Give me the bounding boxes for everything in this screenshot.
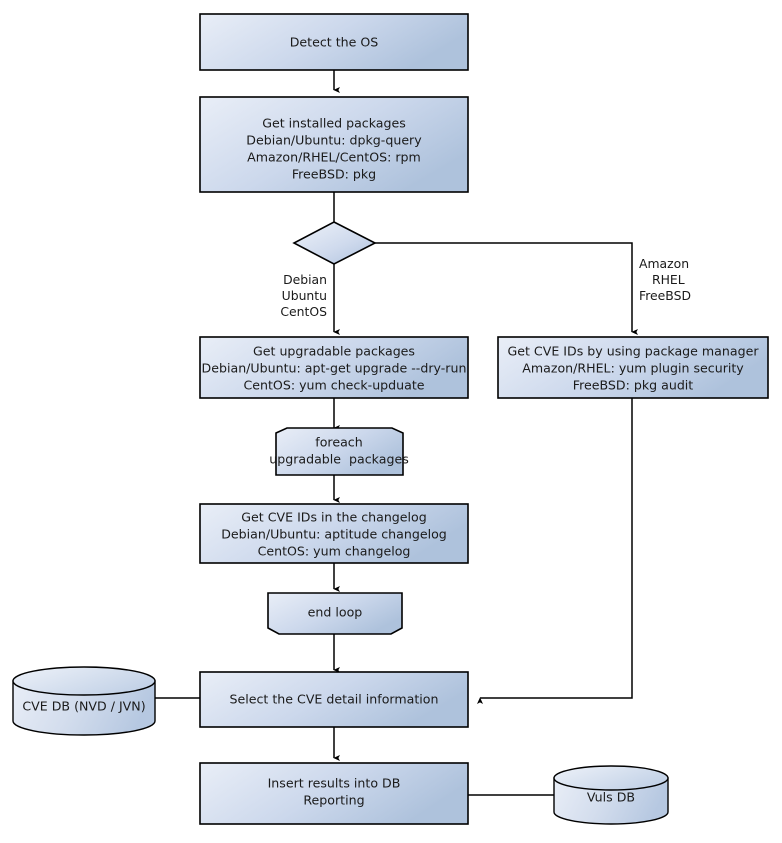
edge-label-right-branch: Amazon RHEL FreeBSD xyxy=(639,256,691,303)
end-loop-label: end loop xyxy=(308,605,363,620)
insert-results-line-2: Reporting xyxy=(303,793,364,808)
upgradable-line-3: CentOS: yum check-upduate xyxy=(243,378,424,393)
node-get-installed-packages[interactable]: Get installed packages Debian/Ubuntu: dp… xyxy=(199,96,469,193)
edge-decision-to-pkgmgr xyxy=(375,242,638,335)
edge-label-left-branch: Debian Ubuntu CentOS xyxy=(280,272,327,319)
end-loop-shape[interactable] xyxy=(267,592,403,635)
edge-pkgmgr-to-select xyxy=(477,398,633,704)
installed-line-1: Get installed packages xyxy=(262,116,406,131)
node-get-upgradable-packages[interactable]: Get upgradable packages Debian/Ubuntu: a… xyxy=(199,336,469,399)
node-insert-results[interactable]: Insert results into DB Reporting xyxy=(199,762,469,825)
changelog-line-3: CentOS: yum changelog xyxy=(258,544,411,559)
vuls-db-cylinder-top xyxy=(553,765,669,791)
node-get-cve-ids-package-manager[interactable]: Get CVE IDs by using package manager Ama… xyxy=(497,336,769,399)
node-select-cve-detail[interactable]: Select the CVE detail information xyxy=(199,671,469,728)
get-upgradable-packages-box[interactable] xyxy=(199,336,469,399)
vuls-db-cylinder-body[interactable] xyxy=(553,777,669,825)
connector-group xyxy=(155,70,638,796)
select-cve-detail-label: Select the CVE detail information xyxy=(230,692,439,707)
left-branch-line-1: Debian xyxy=(283,272,327,287)
cve-db-cylinder-body[interactable] xyxy=(12,680,156,736)
foreach-loop-shape[interactable] xyxy=(275,427,404,476)
left-branch-line-2: Ubuntu xyxy=(282,288,327,303)
pkgmgr-line-2: Amazon/RHEL: yum plugin security xyxy=(522,361,744,376)
foreach-line-1: foreach xyxy=(315,435,362,450)
insert-results-line-1: Insert results into DB xyxy=(268,776,401,791)
pkgmgr-line-3: FreeBSD: pkg audit xyxy=(573,378,694,393)
right-branch-line-1: Amazon xyxy=(639,256,689,271)
detect-os-label: Detect the OS xyxy=(290,35,379,50)
changelog-line-1: Get CVE IDs in the changelog xyxy=(241,510,427,525)
get-installed-packages-box[interactable] xyxy=(199,96,469,193)
right-branch-line-2: RHEL xyxy=(652,272,685,287)
get-cve-ids-pkgmgr-box[interactable] xyxy=(497,336,769,399)
installed-line-2: Debian/Ubuntu: dpkg-query xyxy=(246,133,422,148)
node-end-loop[interactable]: end loop xyxy=(267,592,403,635)
select-cve-detail-box[interactable] xyxy=(199,671,469,728)
changelog-line-2: Debian/Ubuntu: aptitude changelog xyxy=(221,527,447,542)
insert-results-box[interactable] xyxy=(199,762,469,825)
get-cve-ids-changelog-box[interactable] xyxy=(199,503,469,564)
node-vuls-db[interactable]: Vuls DB xyxy=(553,765,669,825)
pkgmgr-line-1: Get CVE IDs by using package manager xyxy=(507,344,759,359)
node-cve-db[interactable]: CVE DB (NVD / JVN) xyxy=(12,666,156,736)
right-branch-line-3: FreeBSD xyxy=(639,288,691,303)
detect-os-box[interactable] xyxy=(199,13,469,71)
os-decision-diamond[interactable] xyxy=(292,221,377,265)
node-os-decision[interactable] xyxy=(292,221,377,265)
node-detect-os[interactable]: Detect the OS xyxy=(199,13,469,71)
cve-db-cylinder-top xyxy=(12,666,156,696)
upgradable-line-1: Get upgradable packages xyxy=(253,344,415,359)
node-get-cve-ids-changelog[interactable]: Get CVE IDs in the changelog Debian/Ubun… xyxy=(199,503,469,564)
node-foreach-loop-start[interactable]: foreach upgradable packages xyxy=(269,427,409,476)
foreach-line-2: upgradable packages xyxy=(269,452,409,467)
installed-line-4: FreeBSD: pkg xyxy=(292,167,376,182)
vuls-db-label: Vuls DB xyxy=(587,790,635,805)
cve-db-label: CVE DB (NVD / JVN) xyxy=(22,699,145,714)
left-branch-line-3: CentOS xyxy=(280,304,327,319)
installed-line-3: Amazon/RHEL/CentOS: rpm xyxy=(247,150,421,165)
upgradable-line-2: Debian/Ubuntu: apt-get upgrade --dry-run xyxy=(202,361,467,376)
